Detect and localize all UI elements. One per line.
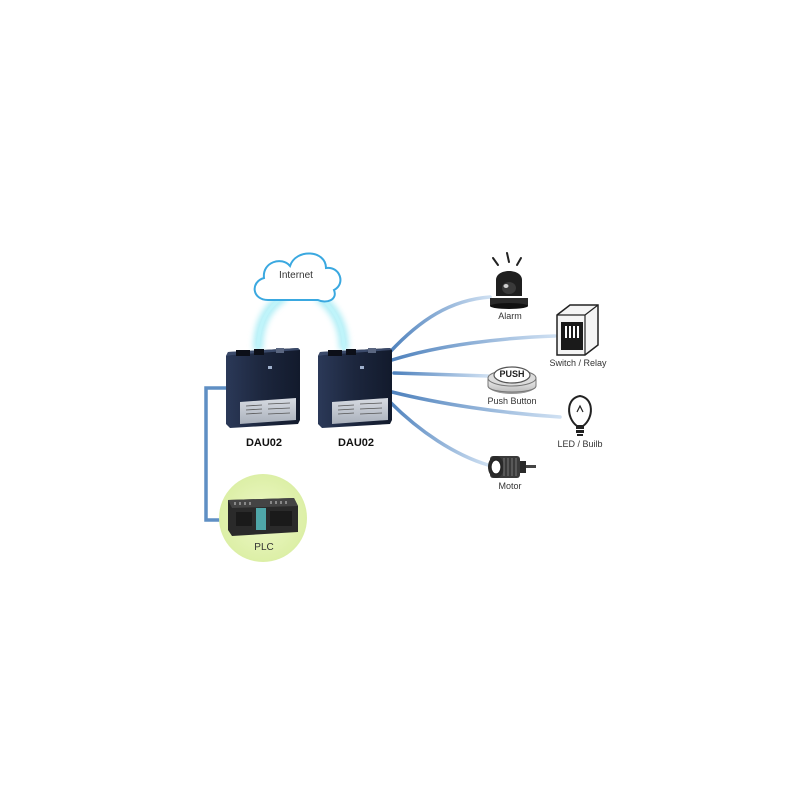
peripheral-links: [388, 295, 562, 467]
plc-label: PLC: [254, 542, 274, 553]
internet-links: [253, 291, 349, 351]
link-push: [392, 371, 490, 378]
dau02-device-right: [318, 348, 392, 428]
plc-link: [204, 386, 232, 522]
device-label-right: DAU02: [337, 437, 375, 449]
link-led: [390, 390, 562, 419]
cloud-icon: [253, 252, 342, 303]
motor-icon: [488, 456, 536, 478]
link-motor: [388, 400, 490, 467]
push-button-icon: [487, 366, 537, 394]
relay-icon: [556, 304, 599, 356]
link-switch: [390, 334, 557, 362]
dau02-device-left: [226, 348, 300, 428]
alarm-icon: [490, 252, 528, 309]
alarm-label: Alarm: [498, 311, 522, 321]
push-button-label: Push Button: [487, 396, 537, 406]
push-button-text: PUSH: [499, 369, 525, 379]
cloud-label: Internet: [279, 270, 313, 281]
device-label-left: DAU02: [245, 437, 283, 449]
plc-device: [219, 474, 307, 562]
link-alarm: [388, 295, 492, 354]
bulb-icon: [568, 394, 592, 436]
led-bulb-label: LED / Builb: [557, 439, 603, 449]
motor-label: Motor: [498, 481, 522, 491]
switch-relay-label: Switch / Relay: [549, 358, 607, 368]
